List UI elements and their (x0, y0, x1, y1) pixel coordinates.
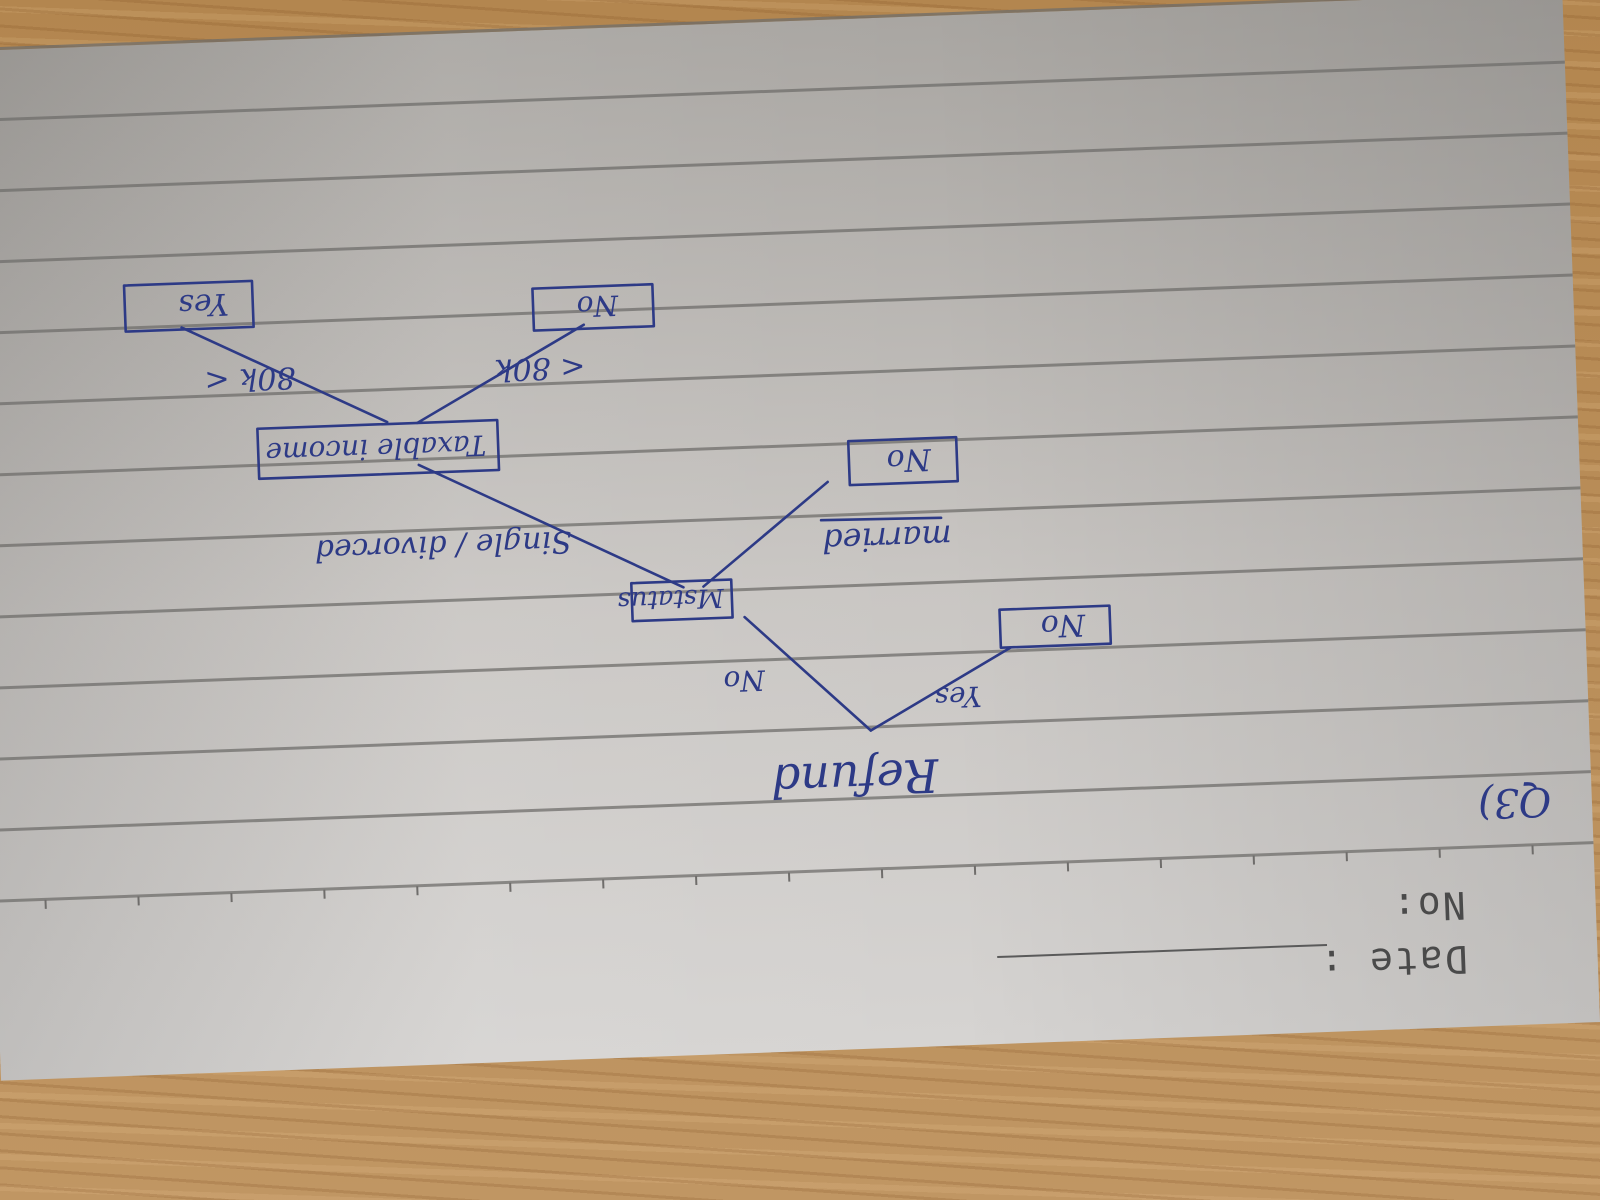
married-underline (819, 516, 943, 522)
root-refund: Refund (770, 748, 940, 808)
leaf-refund-yes-no: No (1040, 607, 1087, 644)
decision-tree: Q3) Refund Yes No married Single / divor… (122, 279, 1553, 827)
branch-low-income-label: < 80k (494, 349, 586, 387)
node-taxable-income: Taxable income (265, 428, 487, 469)
edge-income-low (415, 323, 586, 425)
branch-yes-label: Yes (934, 679, 982, 714)
question-label: Q3) (1477, 778, 1552, 827)
leaf-box-refund-yes (998, 604, 1113, 650)
notebook-page: Date : No: Q3) Refund Yes No married Sin… (0, 0, 1600, 1081)
edge-refund-no (743, 615, 873, 732)
leaf-box-low-income (531, 282, 656, 332)
leaf-married-no: No (886, 441, 933, 478)
edge-mstatus-married (702, 480, 829, 588)
branch-high-income-label: 80k < (204, 359, 296, 397)
leaf-high-income-yes: Yes (178, 286, 230, 323)
leaf-box-married (846, 435, 960, 487)
edge-mstatus-single (417, 463, 685, 589)
edge-refund-yes (869, 646, 1013, 732)
node-box-taxable-income (256, 418, 501, 481)
node-box-mstatus (629, 578, 734, 623)
node-mstatus: Mstatus (617, 582, 725, 616)
branch-married-label: married (821, 517, 952, 560)
leaf-box-high-income (122, 279, 255, 333)
edge-income-high (180, 326, 389, 424)
branch-single-label: Single / divorced (314, 523, 572, 567)
leaf-low-income-no: No (576, 288, 620, 323)
branch-no-label: No (723, 663, 767, 698)
